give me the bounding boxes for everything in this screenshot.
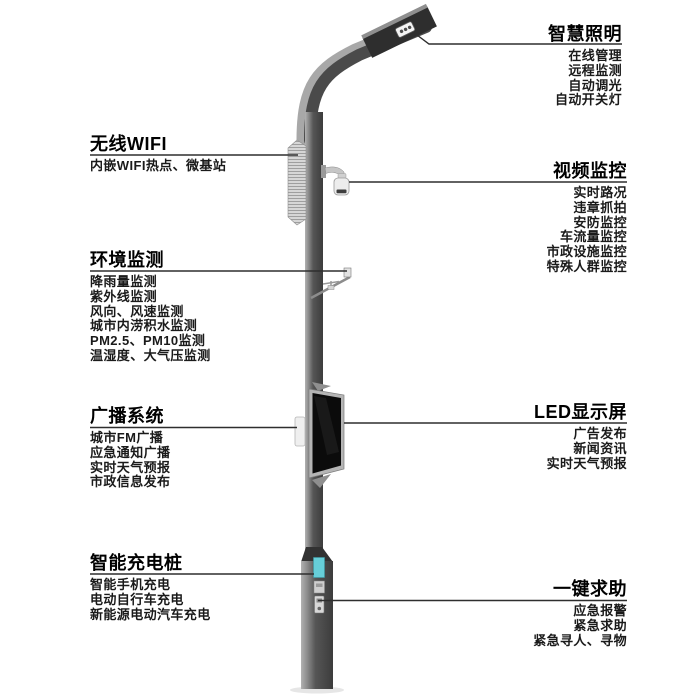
section-led-display: LED显示屏 广告发布 新闻资讯 实时天气预报 [534,403,627,471]
smart-charging-title: 智能充电桩 [90,553,183,573]
feature-item: 应急报警 [573,603,627,618]
feature-item: 城市内涝积水监测 [90,318,198,334]
video-surveillance-title: 视频监控 [553,161,627,181]
wifi-antenna-panel [287,139,307,226]
feature-item: 风向、风速监测 [90,303,184,319]
broadcast-speaker [294,416,306,447]
feature-item: 电动自行车充电 [90,591,184,607]
section-wifi: 无线WIFI 内嵌WIFI热点、微基站 [90,135,226,174]
sos-call-button [317,606,322,611]
feature-item: 远程监测 [568,62,622,78]
feature-item: 城市FM广播 [90,430,164,445]
charging-display [313,557,325,578]
feature-item: 紧急求助 [573,617,627,633]
wifi-title: 无线WIFI [90,134,167,154]
feature-item: 新能源电动汽车充电 [90,606,211,622]
charging-socket [316,583,323,587]
feature-item: 内嵌WIFI热点、微基站 [90,158,227,173]
broadcast-system-title: 广播系统 [90,406,164,426]
feature-item: 实时路况 [573,185,627,200]
feature-item: 车流量监控 [559,229,627,245]
feature-item: 在线管理 [568,48,622,63]
cctv-camera [321,165,350,196]
section-sos-help: 一键求助 应急报警 紧急求助 紧急寻人、寻物 [533,580,627,648]
feature-item: PM2.5、PM10监测 [90,333,206,349]
feature-item: 广告发布 [573,426,627,441]
feature-item: 实时天气预报 [546,455,627,471]
feature-item: 市政信息发布 [90,474,171,490]
led-display-title: LED显示屏 [534,402,627,422]
feature-item: 新闻资讯 [573,440,627,456]
camera-lens [336,189,347,194]
feature-item: 市政设施监控 [546,244,627,260]
feature-item: 降雨量监测 [90,274,158,289]
pole-base [301,561,333,689]
section-video-surveillance: 视频监控 实时路况 违章抓拍 安防监控 车流量监控 市政设施监控 特殊人群监控 [547,162,627,275]
section-broadcast-system: 广播系统 城市FM广播 应急通知广播 实时天气预报 市政信息发布 [90,407,170,490]
feature-item: 温湿度、大气压监测 [90,347,211,363]
section-environment-monitoring: 环境监测 降雨量监测 紫外线监测 风向、风速监测 城市内涝积水监测 PM2.5、… [90,251,211,364]
feature-item: 安防监控 [573,214,627,230]
feature-item: 特殊人群监控 [546,258,627,274]
section-smart-lighting: 智慧照明 在线管理 远程监测 自动调光 自动开关灯 [548,25,622,108]
weather-sensors [310,267,352,300]
led-screen [308,382,345,488]
lamp-head [361,3,437,58]
leader-line-smart-lighting [416,34,622,45]
environment-monitoring-title: 环境监测 [90,250,164,270]
pole-base-collar [301,547,333,562]
feature-item: 违章抓拍 [573,199,627,215]
feature-item: 紫外线监测 [90,288,158,304]
feature-item: 应急通知广播 [90,444,171,460]
feature-item: 自动开关灯 [554,92,622,108]
section-smart-charging: 智能充电桩 智能手机充电 电动自行车充电 新能源电动汽车充电 [90,554,211,622]
smart-lighting-title: 智慧照明 [548,24,622,44]
sos-help-title: 一键求助 [553,579,627,599]
feature-item: 智能手机充电 [90,577,171,592]
feature-item: 紧急寻人、寻物 [533,632,627,648]
feature-item: 实时天气预报 [90,459,171,475]
feature-item: 自动调光 [568,77,622,93]
